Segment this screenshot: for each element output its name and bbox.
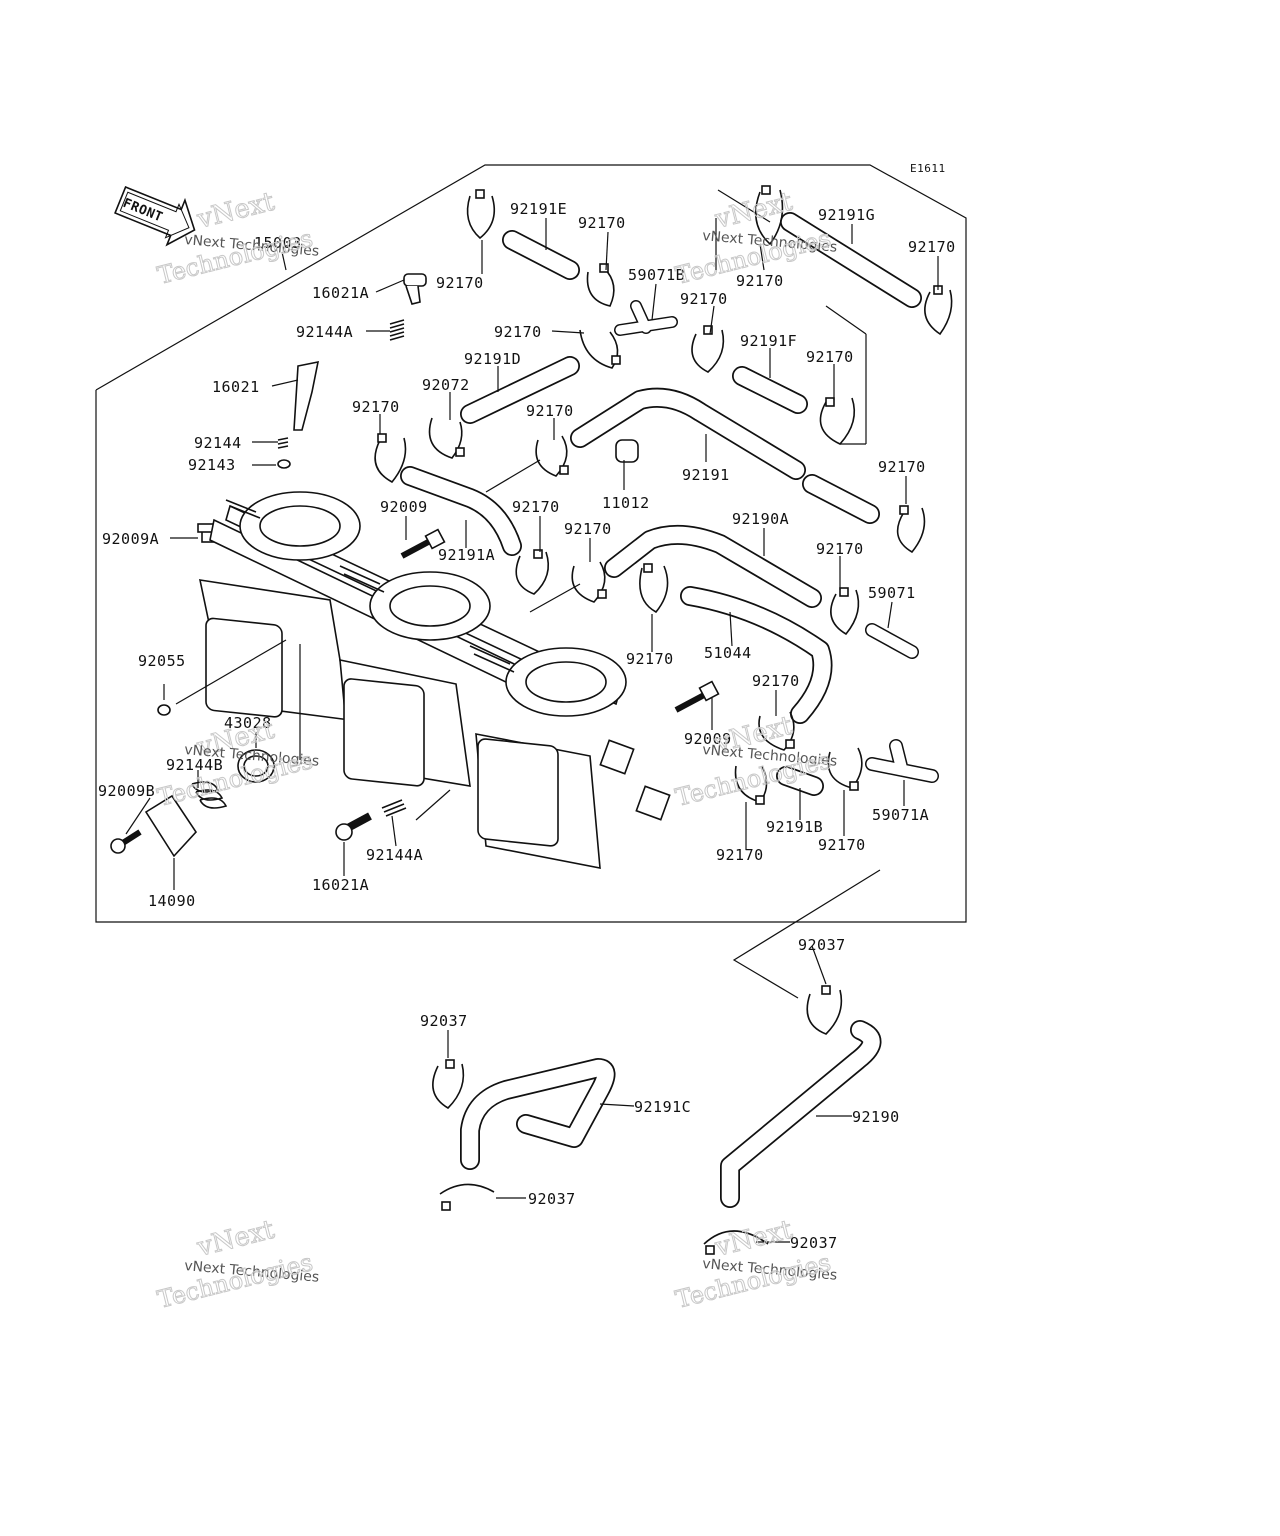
label-11012: 11012 [602,494,650,512]
label-92055: 92055 [138,652,186,670]
diagram-code: E1611 [910,162,946,175]
label-92170-d: 92170 [736,272,784,290]
label-92170-k: 92170 [512,498,560,516]
label-92190: 92190 [852,1108,900,1126]
label-16021A-bottom: 16021A [312,876,369,894]
frame-outline [95,164,967,923]
svg-text:vNext: vNext [711,1215,795,1263]
label-92144B: 92144B [166,756,223,774]
leader-lines [125,189,939,1243]
hoses [400,212,922,1208]
label-92037-d: 92037 [790,1234,838,1252]
label-59071A: 59071A [872,806,929,824]
label-92170-f: 92170 [494,323,542,341]
svg-text:Technologies: Technologies [673,1248,834,1314]
svg-text:Technologies: Technologies [155,1248,316,1314]
label-92191D: 92191D [464,350,521,368]
label-92170-n: 92170 [626,650,674,668]
label-51044: 51044 [704,644,752,662]
label-92170-h: 92170 [352,398,400,416]
label-92190A: 92190A [732,510,789,528]
label-92037-c: 92037 [528,1190,576,1208]
label-16021: 16021 [212,378,260,396]
label-92170-a: 92170 [436,274,484,292]
label-15003: 15003 [254,234,302,252]
label-92037-a: 92037 [798,936,846,954]
label-92170-e: 92170 [908,238,956,256]
label-14090: 14090 [148,892,196,910]
label-92191C: 92191C [634,1098,691,1116]
label-92009-bottom: 92009 [684,730,732,748]
label-92191: 92191 [682,466,730,484]
label-92170-l: 92170 [564,520,612,538]
svg-text:vNext: vNext [193,187,277,235]
label-92170-p: 92170 [716,846,764,864]
label-92191E: 92191E [510,200,567,218]
label-92143: 92143 [188,456,236,474]
label-92170-c: 92170 [680,290,728,308]
label-16021A-top: 16021A [312,284,369,302]
label-59071B: 59071B [628,266,685,284]
watermark-bottom-right: vNext vNext Technologies Technologies [672,1214,838,1314]
label-92144: 92144 [194,434,242,452]
label-92191F: 92191F [740,332,797,350]
label-92170-o: 92170 [752,672,800,690]
small-parts [110,273,720,858]
label-59071: 59071 [868,584,916,602]
label-92009-top: 92009 [380,498,428,516]
part-labels: 15003 16021A 92144A 16021 92144 92143 92… [98,200,956,1252]
carburetor-assembly [198,491,671,869]
label-92037-b: 92037 [420,1012,468,1030]
label-92009A: 92009A [102,530,159,548]
label-92170-i: 92170 [526,402,574,420]
label-92191A: 92191A [438,546,495,564]
clamps [374,185,953,1255]
label-92170-m: 92170 [816,540,864,558]
label-92170-b: 92170 [578,214,626,232]
label-43028: 43028 [224,714,272,732]
watermark-bottom-left: vNext vNext Technologies Technologies [154,1214,320,1314]
label-92009B: 92009B [98,782,155,800]
label-92170-j: 92170 [878,458,926,476]
label-92191B: 92191B [766,818,823,836]
label-92144A-bottom: 92144A [366,846,423,864]
svg-text:vNext: vNext [193,1215,277,1263]
front-arrow-icon: FRONT [114,185,196,247]
fittings [614,300,939,783]
label-92170-q: 92170 [818,836,866,854]
label-92144A-top: 92144A [296,323,353,341]
label-92191G: 92191G [818,206,875,224]
label-92170-g: 92170 [806,348,854,366]
label-92072: 92072 [422,376,470,394]
